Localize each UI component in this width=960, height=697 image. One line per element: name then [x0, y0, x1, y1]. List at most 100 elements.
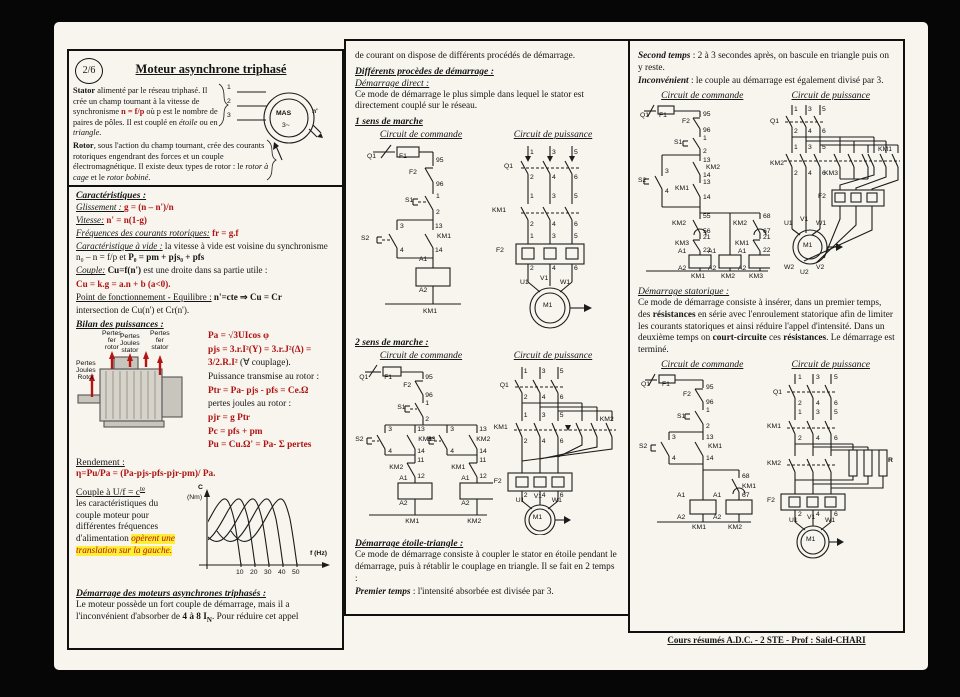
- text-segment: Vitesse:: [76, 215, 105, 226]
- paper-sheet: 2/6 Moteur asynchrone triphasé Stator al…: [54, 22, 928, 670]
- column-right: Second temps : 2 à 3 secondes après, on …: [628, 39, 905, 633]
- diagram-label: KM2: [476, 436, 491, 444]
- diagram-label: 14: [703, 194, 711, 202]
- diagram-label: C: [198, 483, 203, 491]
- diagram-label: 2: [794, 128, 798, 136]
- diagram-label: Q1: [504, 163, 514, 171]
- text-segment: g = (n – n')/n: [124, 202, 174, 212]
- diagram-label: Pertes Joules Rotor: [76, 359, 96, 381]
- text-segment: triangle: [73, 128, 100, 138]
- diagram-label: 20: [250, 568, 258, 576]
- diagram-label: A2: [399, 500, 408, 508]
- graph-drawing: [199, 488, 330, 569]
- etoile-triangle-description: Ce mode de démarrage consiste à coupler …: [355, 550, 617, 584]
- diagram-label: 21: [763, 234, 771, 242]
- text-segment: ces: [766, 333, 784, 344]
- diagram-label: U1: [784, 220, 793, 228]
- text-segment: Pc = pfs + pm: [208, 426, 263, 437]
- text-segment: : 2 à 3 secondes après, on bascule en tr…: [638, 51, 889, 73]
- text-segment: (∀ couplage).: [237, 358, 291, 369]
- diagram-label: A2: [461, 500, 470, 508]
- formula-line: 3/2.R.I² (∀ couplage).: [208, 358, 335, 370]
- diagram-label: 14: [417, 448, 425, 456]
- diagram-label: KM1: [418, 436, 433, 444]
- diagram-label: Pertes fer stator: [150, 329, 170, 351]
- diagram-label: A1: [708, 248, 717, 256]
- diagram-label: 56: [703, 228, 711, 236]
- diagram-label: V1: [807, 513, 816, 521]
- text-segment: Cu = k.g = a.n + b (a<0).: [76, 278, 171, 289]
- rendement-formula: η=Pu/Pa = (Pa-pjs-pfs-pjr-pm)/ Pa.: [76, 469, 335, 481]
- text-segment: Caractéristique à vide :: [76, 241, 163, 252]
- diagram-label: 95: [706, 383, 714, 391]
- diagram-label: F2: [496, 247, 504, 255]
- diagram-label: M1: [543, 302, 553, 310]
- diagram-label: 5: [834, 408, 838, 416]
- diagram-label: 4: [665, 188, 669, 196]
- diagram-label: S1: [674, 139, 683, 147]
- diagram-label: MAS: [276, 110, 292, 117]
- diagram-label: 1: [530, 233, 534, 241]
- diagram-label: 13: [703, 157, 711, 165]
- diagram-label: 1: [425, 400, 430, 408]
- text-segment: pjs = 3.r.I²(Y) = 3.r.J²(Δ) =: [208, 344, 312, 355]
- diagram-label: 3: [541, 368, 546, 376]
- diagram-label: 1: [227, 84, 231, 91]
- diagram-label: 3: [552, 233, 556, 241]
- diagram-label: 22: [703, 247, 711, 255]
- couple-section: Couple à U/f = cte les caractéristiques …: [76, 483, 335, 585]
- text-segment: . Le démarrage est terminé.: [638, 333, 895, 355]
- diagram-label: F2: [493, 478, 502, 486]
- diagram-label: Pertes fer rotor: [102, 329, 122, 351]
- second-temps-text: Second temps : 2 à 3 secondes après, on …: [638, 51, 895, 74]
- commande-header: Circuit de commande: [379, 350, 463, 362]
- diagram-label: F1: [384, 374, 393, 382]
- bilan-formulas: Pa = √3UIcos φ pjs = 3.r.I²(Y) = 3.r.J²(…: [208, 331, 335, 454]
- diagram-label: A1: [461, 475, 470, 483]
- diagram-label: U2: [800, 269, 809, 277]
- diagram-label: S2: [361, 235, 370, 243]
- text-segment: en série avec l'enroulement statorique a…: [638, 309, 893, 344]
- caracteristiques-section: Caractéristiques : Glissement : g = (n –…: [76, 190, 335, 316]
- demarrage-section: Démarrage des moteurs asynchrones tripha…: [76, 588, 335, 624]
- diagram-label: A1: [677, 491, 686, 499]
- text-segment: pjr = g Ptr: [208, 413, 251, 424]
- diagram-label: 2: [798, 399, 802, 407]
- diagram-label: 2: [436, 209, 440, 217]
- diagram-label: 1: [530, 193, 534, 201]
- column-left: 2/6 Moteur asynchrone triphasé Stator al…: [67, 49, 344, 650]
- formula-line: pjr = g Ptr: [208, 413, 335, 425]
- diagram-label: 3: [816, 373, 820, 381]
- diagram-label: 1: [798, 408, 802, 416]
- header-box: 2/6 Moteur asynchrone triphasé Stator al…: [69, 54, 342, 187]
- text-segment: rotor à cage: [73, 162, 269, 182]
- text-segment: te: [140, 484, 146, 493]
- diagram-label: 30: [264, 568, 272, 576]
- circuit-drawing: [515, 146, 592, 329]
- diagram-label: 4: [388, 448, 393, 456]
- puissance-header: Circuit de puissance: [791, 358, 871, 370]
- diagram-label: KM1: [691, 273, 705, 281]
- etoile-triangle-heading: Démarrage étoile-triangle :: [355, 538, 464, 550]
- text-segment: est une droite dans sa partie utile :: [141, 265, 268, 276]
- diagram-label: A2: [678, 265, 687, 273]
- column-middle: de courant on dispose de différents proc…: [344, 39, 628, 616]
- text-segment: . Pour réduire cet appel: [211, 611, 299, 622]
- diagram-label: 5: [834, 373, 838, 381]
- diagram-label: 3: [388, 426, 393, 434]
- diagram-label: 11: [417, 457, 425, 465]
- diagram-label: 68: [742, 472, 750, 480]
- diagram-label: KM1: [451, 464, 466, 472]
- diagram-label: 14: [703, 172, 711, 180]
- circuit-drawing: [784, 105, 900, 265]
- diagram-label: W1: [551, 497, 562, 505]
- text-segment: Ce mode de démarrage consiste à insérer,…: [638, 298, 882, 320]
- diagram-label: 5: [574, 193, 578, 201]
- text-segment: Glissement :: [76, 202, 124, 212]
- text-segment: N: [206, 615, 212, 624]
- diagram-label: KM3: [675, 240, 689, 248]
- diagram-label: KM1: [492, 207, 506, 215]
